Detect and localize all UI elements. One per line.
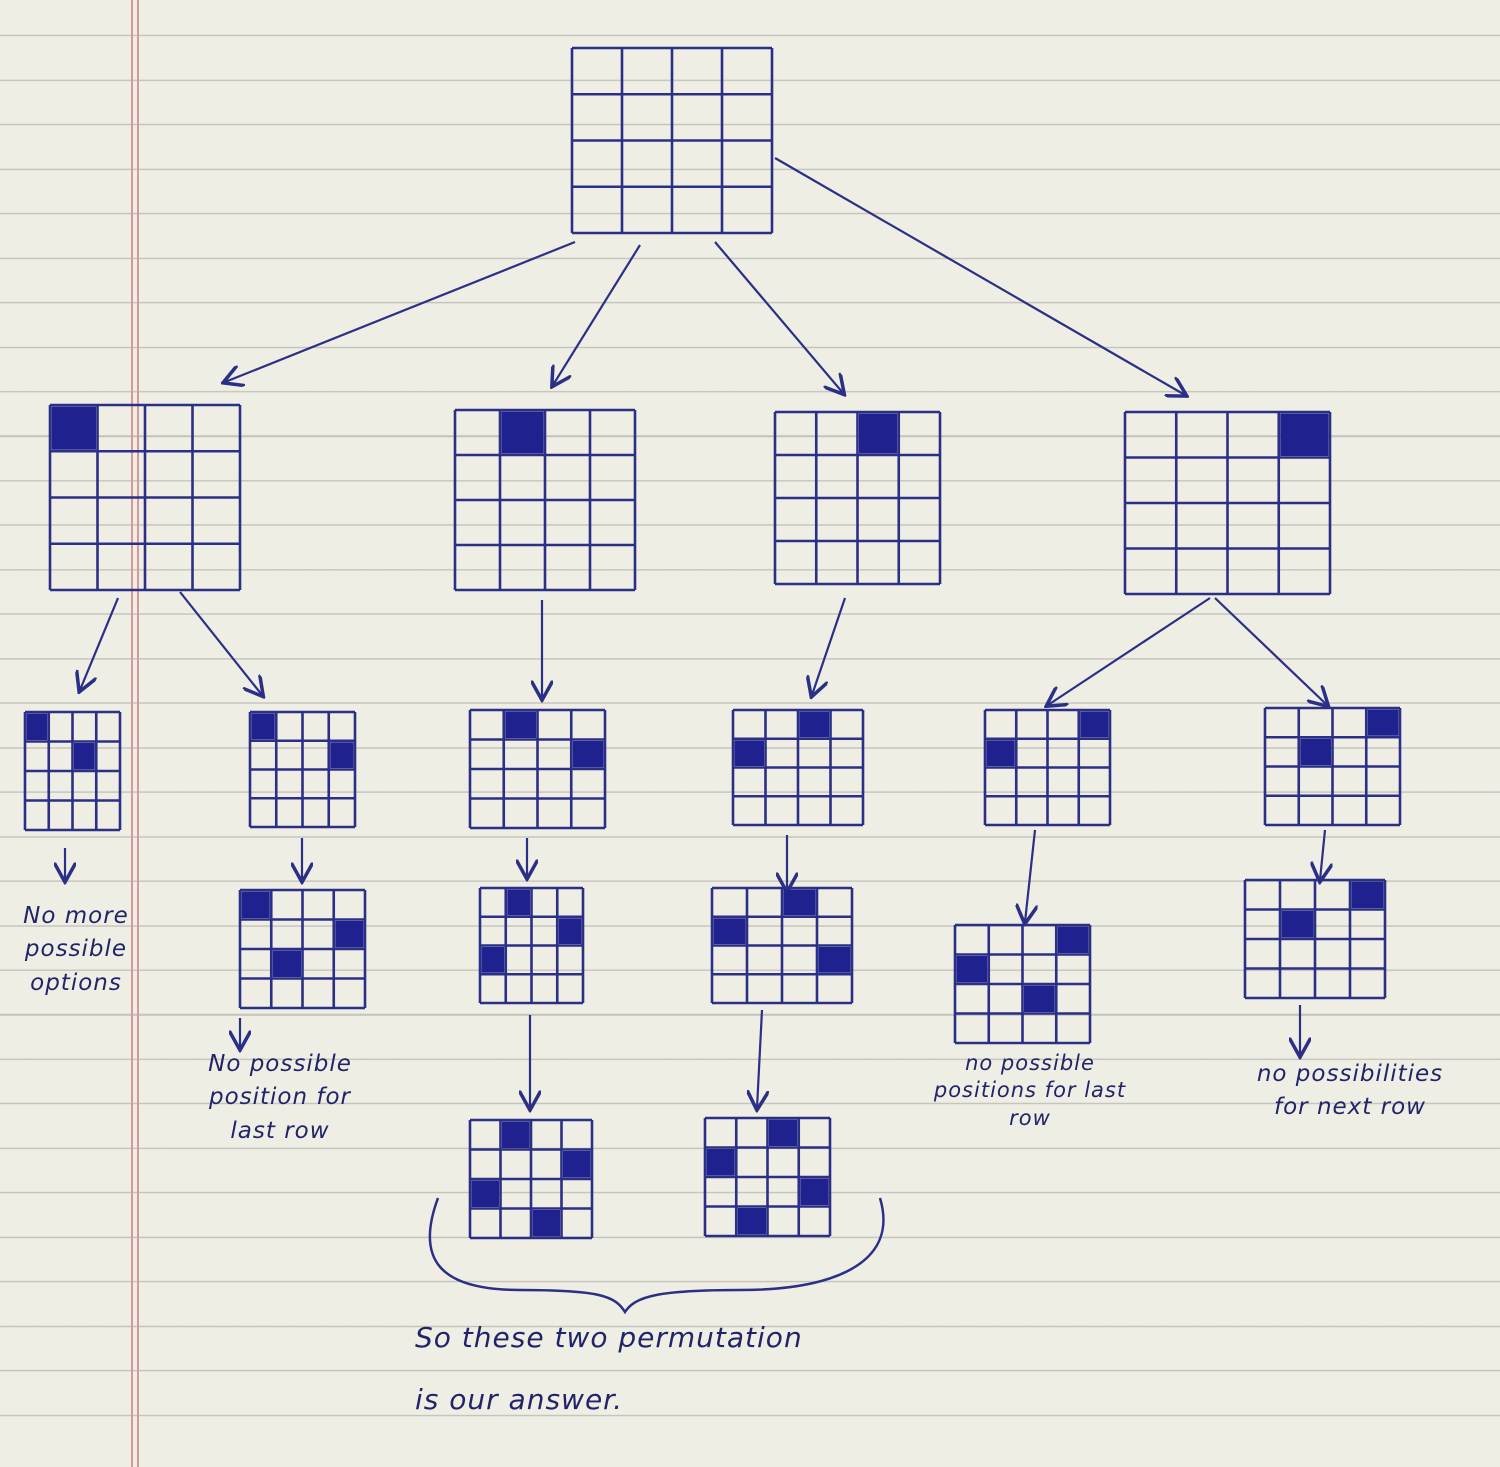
board-l2-a1	[23, 710, 122, 832]
queen-cell-r2-c3	[800, 1178, 829, 1205]
board-l2-a2	[248, 710, 357, 829]
queen-cell-r0-c1	[502, 1121, 530, 1148]
edge-root-to-l1-b	[553, 244, 641, 385]
queen-cell-r0-c0	[26, 713, 48, 740]
queen-cell-r2-c0	[471, 1180, 499, 1207]
edge-l2-d2-to-l3-d2	[1320, 829, 1325, 880]
board-l3-d1	[953, 923, 1092, 1045]
board-l3-c	[710, 886, 854, 1005]
board-l1-a	[48, 403, 242, 592]
conclusion-line-1: So these two permutation	[415, 1321, 803, 1354]
queen-cell-r0-c2	[769, 1119, 798, 1146]
queen-cell-r0-c2	[783, 889, 816, 916]
queen-cell-r1-c2	[74, 743, 95, 770]
answer-brace	[428, 1197, 885, 1315]
queen-cell-r2-c0	[481, 947, 505, 973]
queen-cell-r1-c3	[330, 742, 354, 768]
board-l1-d	[1123, 410, 1332, 596]
board-l1-b	[453, 408, 637, 592]
conclusion-line-2: is our answer.	[415, 1383, 624, 1416]
board-l4-b	[468, 1118, 594, 1240]
margin-line-left	[131, 0, 133, 1467]
queen-cell-r1-c0	[706, 1149, 735, 1176]
board-l2-d2	[1263, 706, 1402, 827]
queen-cell-r1-c1	[1300, 738, 1331, 765]
queen-cell-r0-c2	[799, 711, 829, 738]
queen-cell-r1-c1	[1281, 911, 1314, 938]
board-l4-c	[703, 1116, 832, 1238]
queen-cell-r3-c2	[532, 1210, 560, 1237]
tree-edges	[65, 157, 1327, 1108]
queen-cell-r1-c0	[956, 956, 988, 983]
edge-l1-a-to-l2-a2	[179, 591, 262, 695]
queen-cell-r2-c2	[1024, 985, 1055, 1012]
note-no-more-options: No more possible options	[23, 903, 129, 996]
queen-cell-r1-c0	[734, 740, 764, 766]
board-l2-d1	[983, 708, 1112, 827]
queen-cell-r2-c3	[818, 947, 851, 973]
queen-cell-r3-c1	[737, 1208, 766, 1235]
note-no-possibilities-next-row: no possibilities for next row	[1256, 1061, 1444, 1121]
queen-cell-r0-c0	[51, 406, 96, 450]
queen-cell-r1-c3	[572, 741, 604, 768]
queen-cell-r0-c3	[1280, 413, 1329, 456]
queen-cell-r1-c0	[986, 740, 1015, 766]
board-l3-d2	[1243, 878, 1387, 1000]
edge-l2-d1-to-l3-d1	[1025, 829, 1035, 922]
queen-cell-r0-c2	[859, 413, 898, 454]
edge-l1-c-to-l2-c	[812, 597, 847, 695]
queen-cell-r0-c1	[507, 889, 530, 916]
board-l1-c	[773, 410, 942, 586]
queen-cell-r0-c3	[1080, 711, 1109, 738]
queen-cell-r1-c3	[563, 1151, 591, 1178]
board-l3-a2	[238, 888, 367, 1010]
queen-cell-r1-c3	[558, 918, 582, 944]
note-no-position-last-row: No possible position for last row	[208, 1051, 352, 1144]
edge-l1-d-to-l2-d1	[1048, 597, 1211, 705]
board-l2-c	[731, 708, 865, 827]
edge-l1-a-to-l2-a1	[80, 597, 120, 690]
board-l3-b	[478, 886, 585, 1005]
queen-cell-r0-c1	[505, 711, 536, 738]
queen-cell-r2-c1	[272, 950, 301, 977]
queen-cell-r0-c1	[501, 411, 544, 454]
queen-cell-r0-c3	[1367, 709, 1399, 736]
queen-cell-r0-c3	[1057, 926, 1089, 953]
queen-cell-r0-c3	[1351, 881, 1384, 908]
queen-cell-r0-c0	[241, 891, 270, 918]
edge-l1-d-to-l2-d2	[1214, 597, 1327, 705]
edge-root-to-l1-a	[225, 240, 576, 382]
queen-cell-r1-c3	[335, 921, 364, 948]
tree-boards	[23, 46, 1402, 1240]
board-root	[570, 46, 774, 235]
queen-cell-r0-c0	[251, 713, 275, 740]
edge-root-to-l1-c	[714, 241, 843, 393]
edge-l3-c-to-l4-c	[757, 1009, 762, 1108]
margin-line-right	[137, 0, 139, 1467]
edge-root-to-l1-d	[774, 157, 1185, 395]
board-l2-b	[468, 708, 607, 830]
note-no-positions-last-row: no possible positions for last row	[933, 1051, 1127, 1130]
queen-cell-r1-c0	[713, 918, 746, 944]
